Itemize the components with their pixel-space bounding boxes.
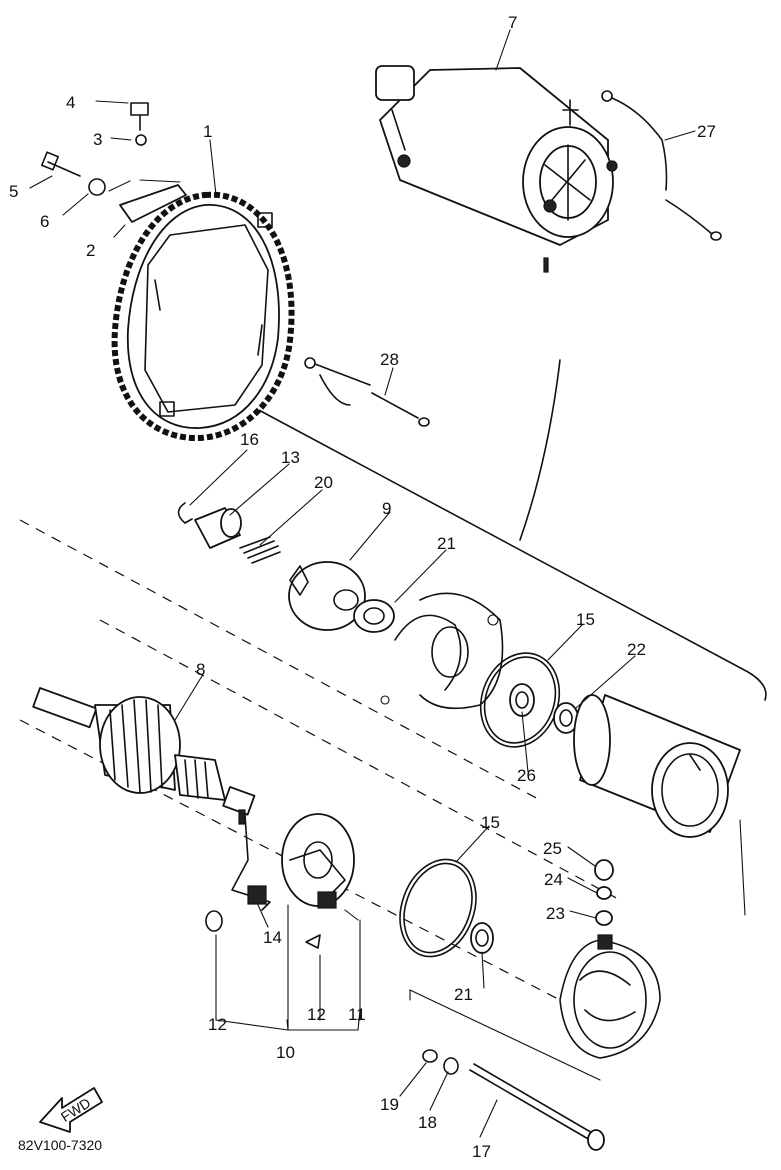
callout-3: 3 [93, 130, 102, 149]
callout-2: 2 [86, 241, 95, 260]
callout-20: 20 [314, 473, 333, 492]
callout-21b: 21 [454, 985, 473, 1004]
orings-washers-lower [399, 858, 494, 958]
callout-27: 27 [697, 122, 716, 141]
through-bolts-washers [422, 1049, 605, 1151]
callout-11: 11 [348, 1005, 366, 1024]
callout-19: 19 [380, 1095, 399, 1114]
callout-21a: 21 [437, 534, 456, 553]
callout-25: 25 [543, 839, 562, 858]
callout-16: 16 [240, 430, 259, 449]
callout-18: 18 [418, 1113, 437, 1132]
armature [32, 687, 256, 816]
callout-13: 13 [281, 448, 300, 467]
lead-wire-upper [601, 90, 722, 241]
callout-6: 6 [40, 212, 49, 231]
callout-26: 26 [517, 766, 536, 785]
starter-gear-plate [111, 191, 295, 442]
callout-14: 14 [263, 928, 282, 947]
callout-5: 5 [9, 182, 18, 201]
starter-motor [375, 65, 618, 273]
front-cover [380, 592, 504, 710]
callout-9: 9 [382, 499, 391, 518]
clutch-parts [177, 502, 395, 633]
callout-8: 8 [196, 660, 205, 679]
callout-23: 23 [546, 904, 565, 923]
callout-15a: 15 [576, 610, 595, 629]
callout-12b: 12 [307, 1005, 326, 1024]
callout-15b: 15 [481, 813, 500, 832]
lead-wire-middle [304, 357, 430, 427]
callout-1: 1 [203, 122, 212, 141]
callout-28: 28 [380, 350, 399, 369]
callout-22: 22 [627, 640, 646, 659]
assembly-guide-lines [19, 359, 767, 1081]
fwd-arrow: FWD [39, 1087, 103, 1133]
yoke-housing [573, 694, 741, 838]
callout-17: 17 [472, 1142, 491, 1161]
rear-cover-and-nuts [559, 859, 661, 1059]
callout-10: 10 [276, 1043, 295, 1062]
callout-24: 24 [544, 870, 563, 889]
callout-labels: 1 2 3 4 5 6 7 8 9 10 11 12 12 13 14 15 1… [9, 13, 716, 1161]
callout-12a: 12 [208, 1015, 227, 1034]
leader-lines [29, 29, 696, 1138]
brush-holder-assembly [205, 809, 361, 1031]
bracket-and-fasteners [41, 102, 187, 223]
callout-7: 7 [508, 13, 517, 32]
orings-washers-upper [479, 652, 579, 748]
callout-4: 4 [66, 93, 75, 112]
drawing-code: 82V100-7320 [18, 1137, 102, 1153]
